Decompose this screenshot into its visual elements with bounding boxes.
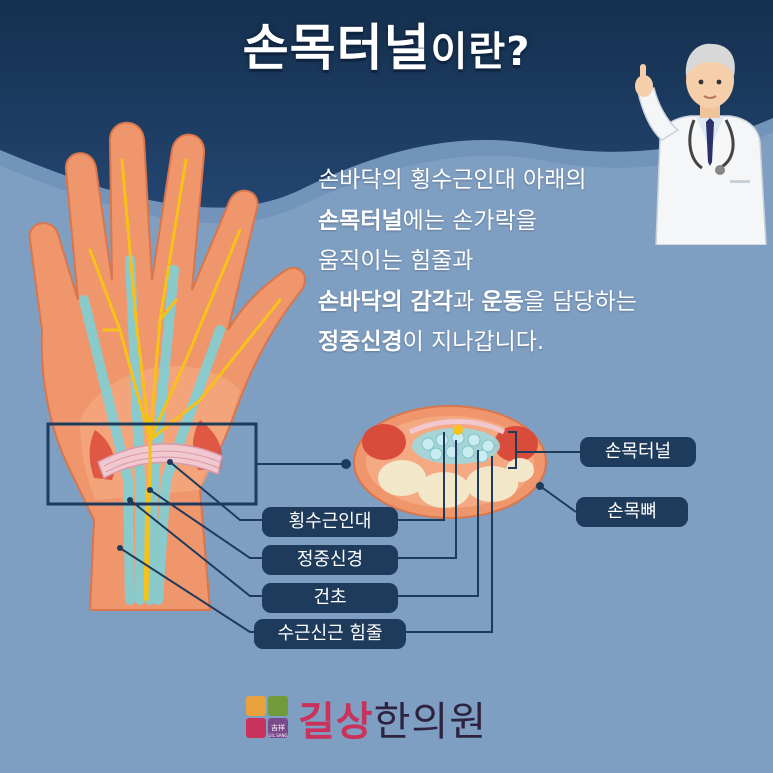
- logo-name: 길상한의원: [298, 699, 488, 745]
- description-line-3: 움직이는 힘줄과: [318, 248, 474, 274]
- label-carpal-bone: 손목뼈: [576, 497, 688, 527]
- label-median-nerve: 정중신경: [262, 545, 398, 575]
- hand-anatomy-illustration: [28, 121, 306, 611]
- label-transverse-ligament: 횡수근인대: [262, 507, 398, 537]
- label-tendon-sheath: 건초: [262, 583, 398, 613]
- label-flexor-tendon: 수근신근 힘줄: [254, 619, 406, 649]
- svg-text:GIL SANG: GIL SANG: [268, 733, 287, 738]
- description-line-1: 손바닥의 횡수근인대 아래의: [318, 167, 587, 193]
- label-carpal-tunnel: 손목터널: [580, 437, 696, 467]
- description-text: 손바닥의 횡수근인대 아래의 손목터널에는 손가락을 움직이는 힘줄과 손바닥의…: [318, 160, 758, 363]
- description-line-2: 손목터널에는 손가락을: [318, 207, 537, 234]
- description-line-4: 손바닥의 감각과 운동을 담당하는: [318, 288, 637, 315]
- clinic-logo: 吉祥 GIL SANG 길상한의원: [246, 690, 487, 746]
- logo-mark-icon: 吉祥 GIL SANG: [246, 696, 288, 738]
- wrist-cross-section-illustration: [353, 405, 547, 519]
- doctor-illustration: [635, 43, 767, 245]
- description-line-5: 정중신경이 지나갑니다.: [318, 329, 545, 355]
- svg-text:吉祥: 吉祥: [271, 723, 285, 732]
- page-title: 손목터널이란?: [242, 19, 531, 77]
